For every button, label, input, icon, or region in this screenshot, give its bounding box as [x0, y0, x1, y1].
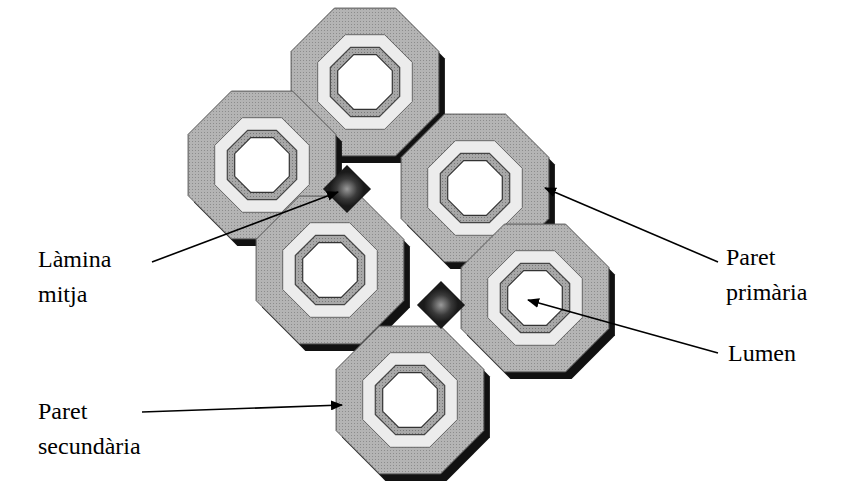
lumen [235, 138, 290, 193]
primary-wall [461, 224, 609, 372]
part-label: Paret primària [726, 240, 807, 310]
part-label: Paret secundària [38, 394, 141, 464]
primary-wall [256, 196, 404, 344]
part-label: Lumen [728, 336, 796, 371]
leader-line [142, 405, 342, 412]
secondary-wall [488, 251, 583, 346]
leader-line [528, 300, 718, 353]
part-label: Làmina mitja [38, 242, 111, 312]
secondary-wall [428, 141, 523, 236]
secondary-wall [283, 223, 378, 318]
secondary-wall-inner [500, 263, 569, 332]
lumen [303, 243, 358, 298]
secondary-wall-inner [227, 130, 296, 199]
secondary-wall [318, 35, 413, 130]
secondary-wall-inner [295, 235, 364, 304]
secondary-wall [215, 118, 310, 213]
secondary-wall-inner [330, 47, 399, 116]
secondary-wall-inner [375, 365, 444, 434]
lumen [338, 55, 393, 110]
lumen [448, 161, 503, 216]
middle-lamella [417, 281, 465, 329]
middle-lamella [323, 165, 371, 213]
primary-wall [336, 326, 484, 474]
lumen [383, 373, 438, 428]
secondary-wall-inner [440, 153, 509, 222]
leader-line [152, 192, 338, 262]
secondary-wall [363, 353, 458, 448]
leader-line [545, 188, 718, 262]
lumen [508, 271, 563, 326]
